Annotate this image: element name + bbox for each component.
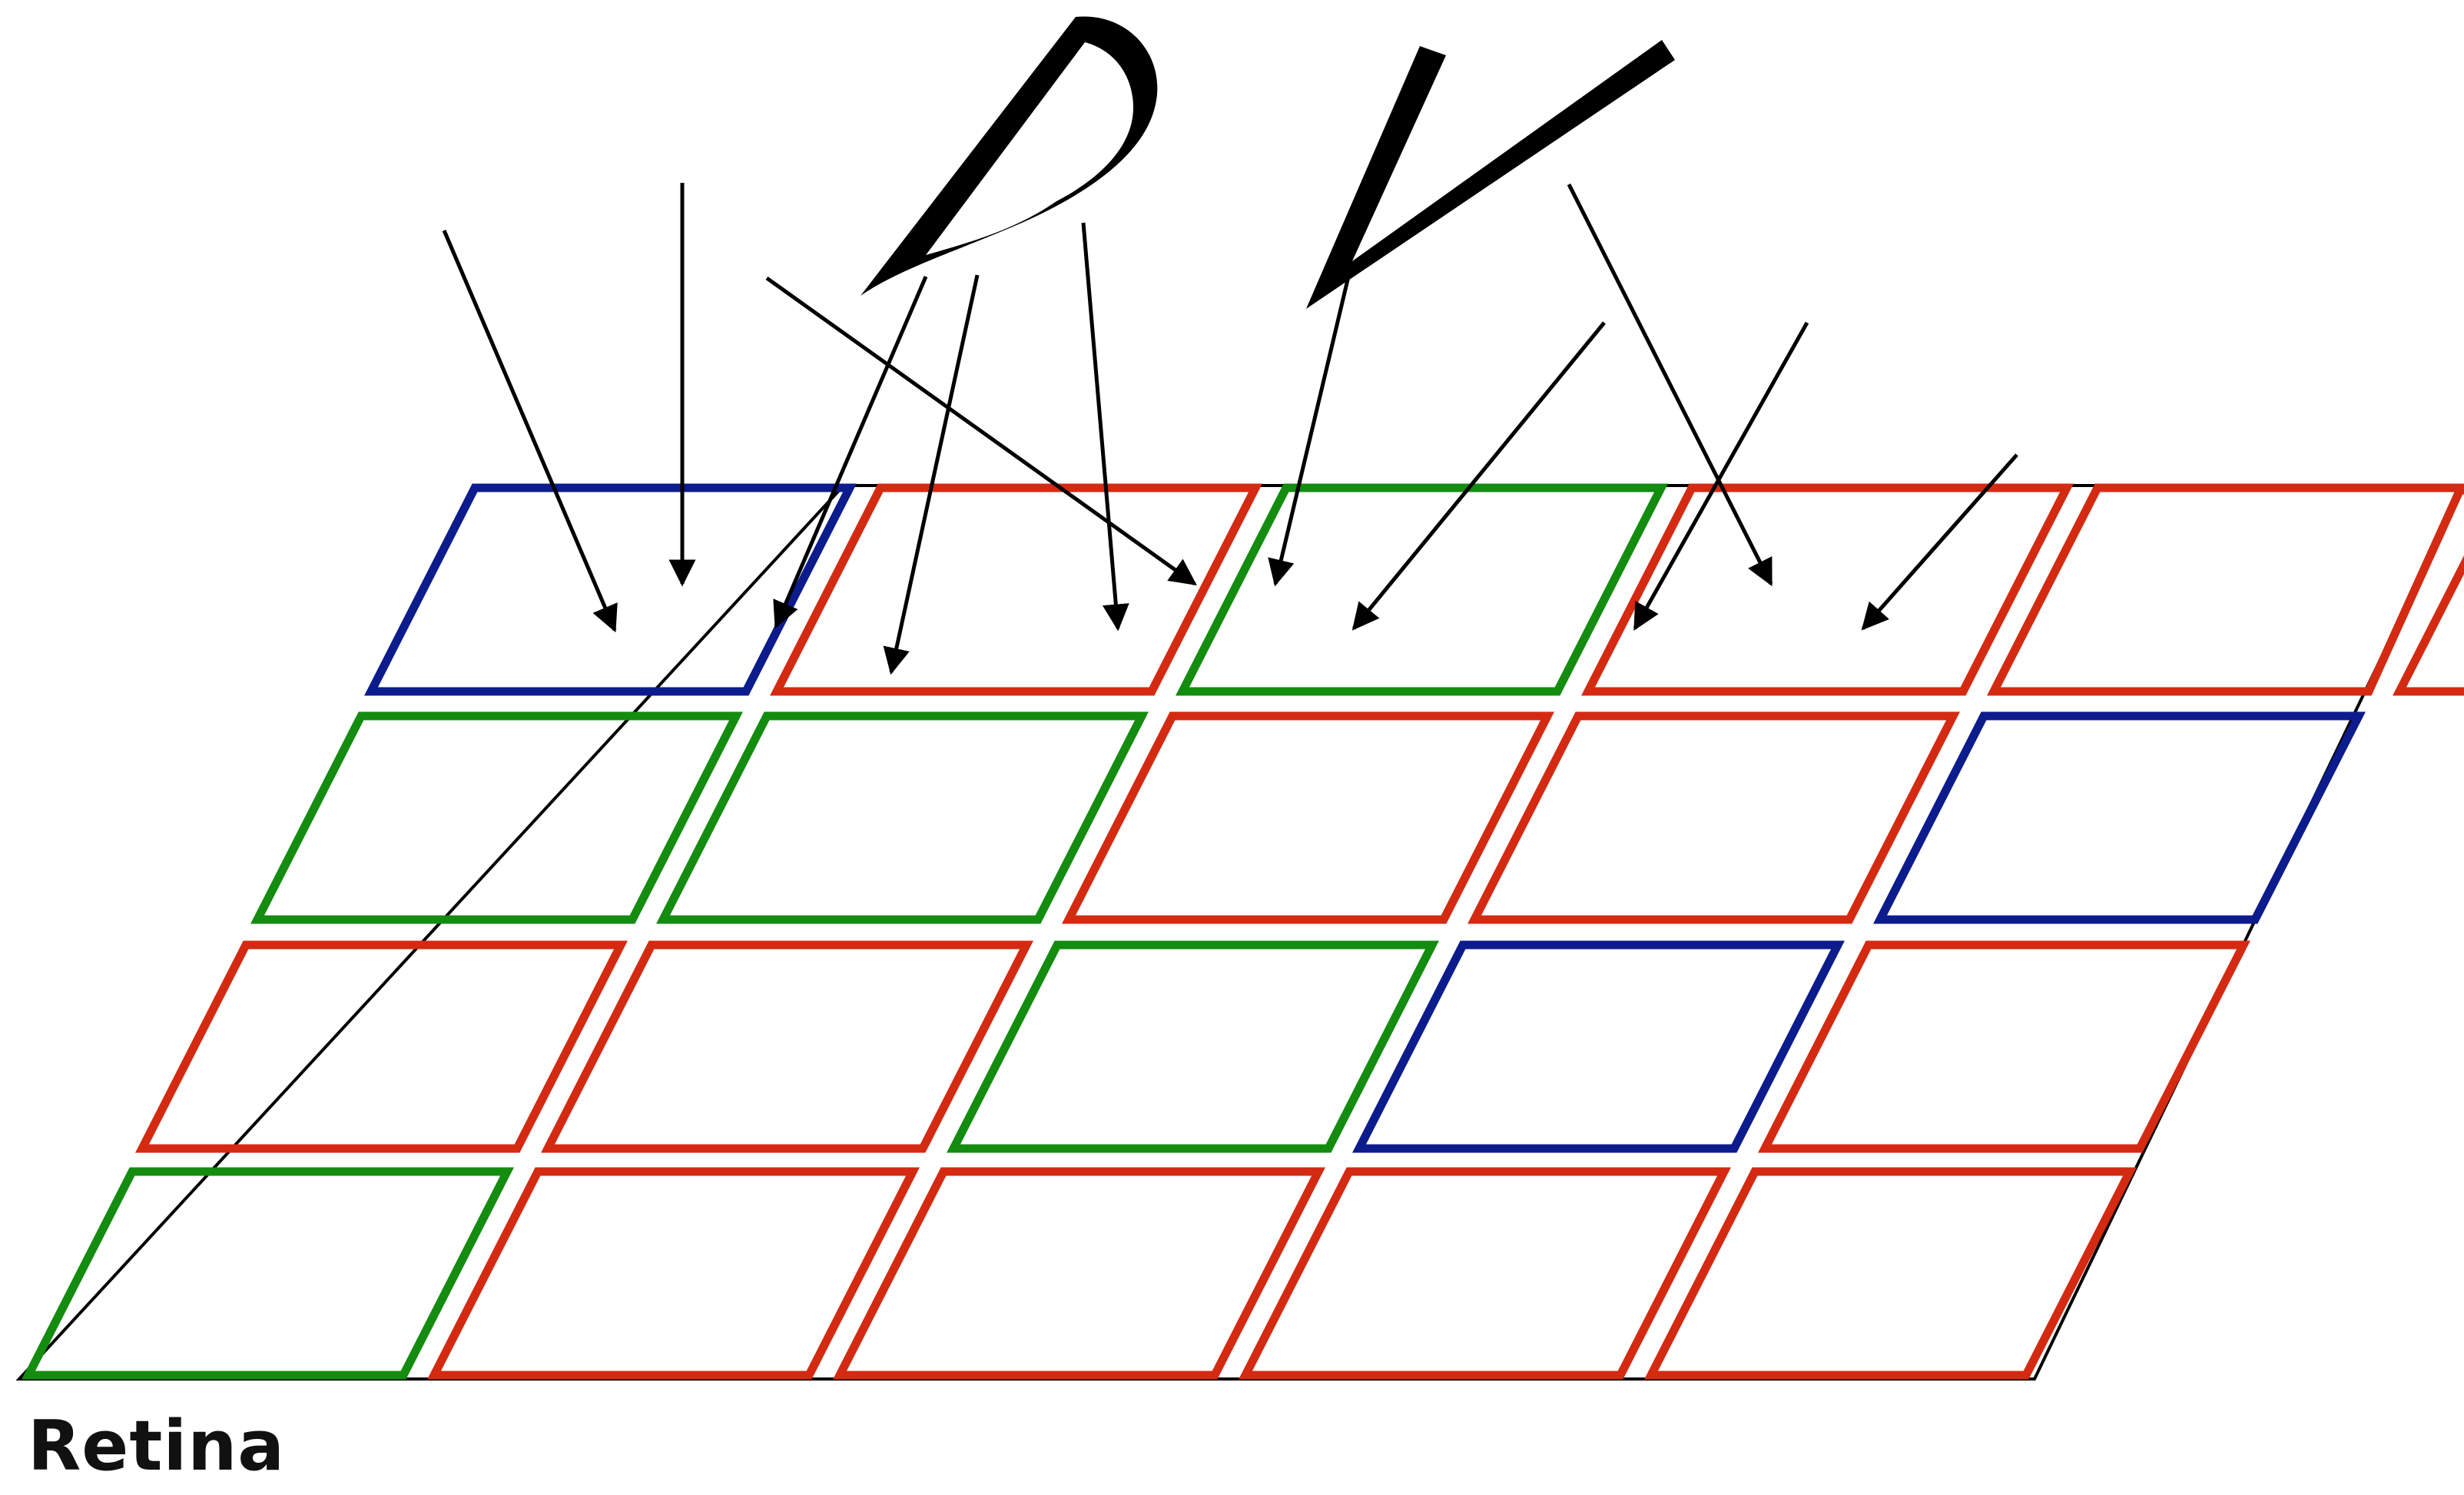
light-ray-arrow [444, 230, 615, 630]
photoreceptor-cell [1474, 716, 1953, 920]
light-ray-arrow [891, 275, 977, 672]
photoreceptor-cell [1765, 945, 2243, 1149]
photoreceptor-cell [1880, 716, 2359, 920]
letter-d-shape [861, 16, 1157, 296]
photoreceptor-cell [28, 1172, 507, 1375]
light-ray-arrow [1354, 323, 1604, 628]
retina-frame [19, 486, 2464, 1379]
photoreceptor-cell [2399, 488, 2464, 691]
photoreceptor-cell [1182, 488, 1661, 691]
photoreceptor-cell [142, 945, 621, 1149]
photoreceptor-cell [1588, 488, 2067, 691]
light-ray-arrow [1275, 277, 1348, 584]
photoreceptor-cell [1069, 716, 1547, 920]
photoreceptor-cell [1651, 1172, 2130, 1375]
light-ray-arrow [1863, 455, 2017, 628]
retina-label: Retina [28, 1412, 285, 1481]
photoreceptor-cell [548, 945, 1026, 1149]
photoreceptor-cell [663, 716, 1142, 920]
photoreceptor-cell [257, 716, 736, 920]
photoreceptor-cell [1245, 1172, 1724, 1375]
photoreceptor-cell [371, 488, 850, 691]
photoreceptor-cell [434, 1172, 913, 1375]
light-ray-arrow [776, 277, 926, 626]
light-ray-arrow [1083, 223, 1118, 628]
photoreceptor-cell [1994, 488, 2461, 691]
photoreceptor-cell [840, 1172, 1318, 1375]
photoreceptor-cell [777, 488, 1255, 691]
light-ray-arrow [767, 278, 1195, 584]
photoreceptor-cell [1359, 945, 1838, 1149]
retina-outline [19, 486, 2464, 1379]
photoreceptor-cell [953, 945, 1432, 1149]
letter-v-shape [1306, 40, 1675, 309]
